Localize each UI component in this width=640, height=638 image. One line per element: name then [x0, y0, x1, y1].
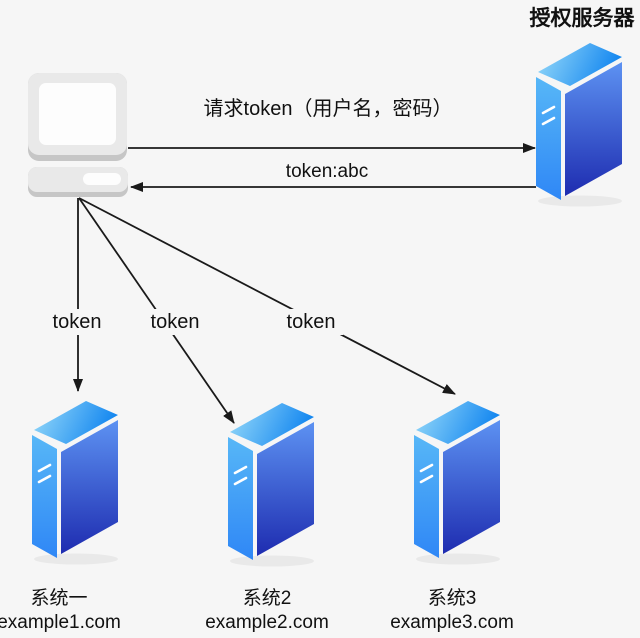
system3-name: 系统3 — [427, 588, 477, 609]
system1-server-icon — [30, 398, 120, 566]
system3-server-icon — [412, 398, 502, 566]
system2-name: 系统2 — [242, 588, 292, 609]
server-icon — [32, 401, 118, 565]
server-vents-icon — [541, 105, 556, 126]
token-arrow-system3 — [78, 197, 456, 395]
system1-name: 系统一 — [30, 588, 88, 609]
server-icon — [536, 43, 622, 207]
system3-domain: example3.com — [390, 612, 514, 633]
server-icon — [414, 401, 500, 565]
token-label-1: token — [45, 309, 109, 335]
response-token-label: token:abc — [285, 161, 369, 182]
system2-server-icon — [226, 400, 316, 568]
token-label-3: token — [279, 309, 343, 335]
server-icon — [228, 403, 314, 567]
auth-server-icon — [534, 40, 624, 208]
server-vents-icon — [233, 465, 248, 486]
server-vents-icon — [37, 463, 52, 484]
request-token-label: 请求token（用户名，密码） — [203, 98, 453, 120]
auth-server-title: 授权服务器 — [529, 7, 635, 30]
client-computer-icon — [27, 72, 129, 200]
system2-domain: example2.com — [205, 612, 329, 633]
computer-icon — [28, 73, 128, 197]
system1-label: 系统一 example1.com — [0, 588, 139, 635]
system2-label: 系统2 example2.com — [187, 588, 347, 635]
server-vents-icon — [419, 463, 434, 484]
system1-domain: example1.com — [0, 612, 121, 633]
system3-label: 系统3 example3.com — [372, 588, 532, 635]
token-label-2: token — [143, 309, 207, 335]
